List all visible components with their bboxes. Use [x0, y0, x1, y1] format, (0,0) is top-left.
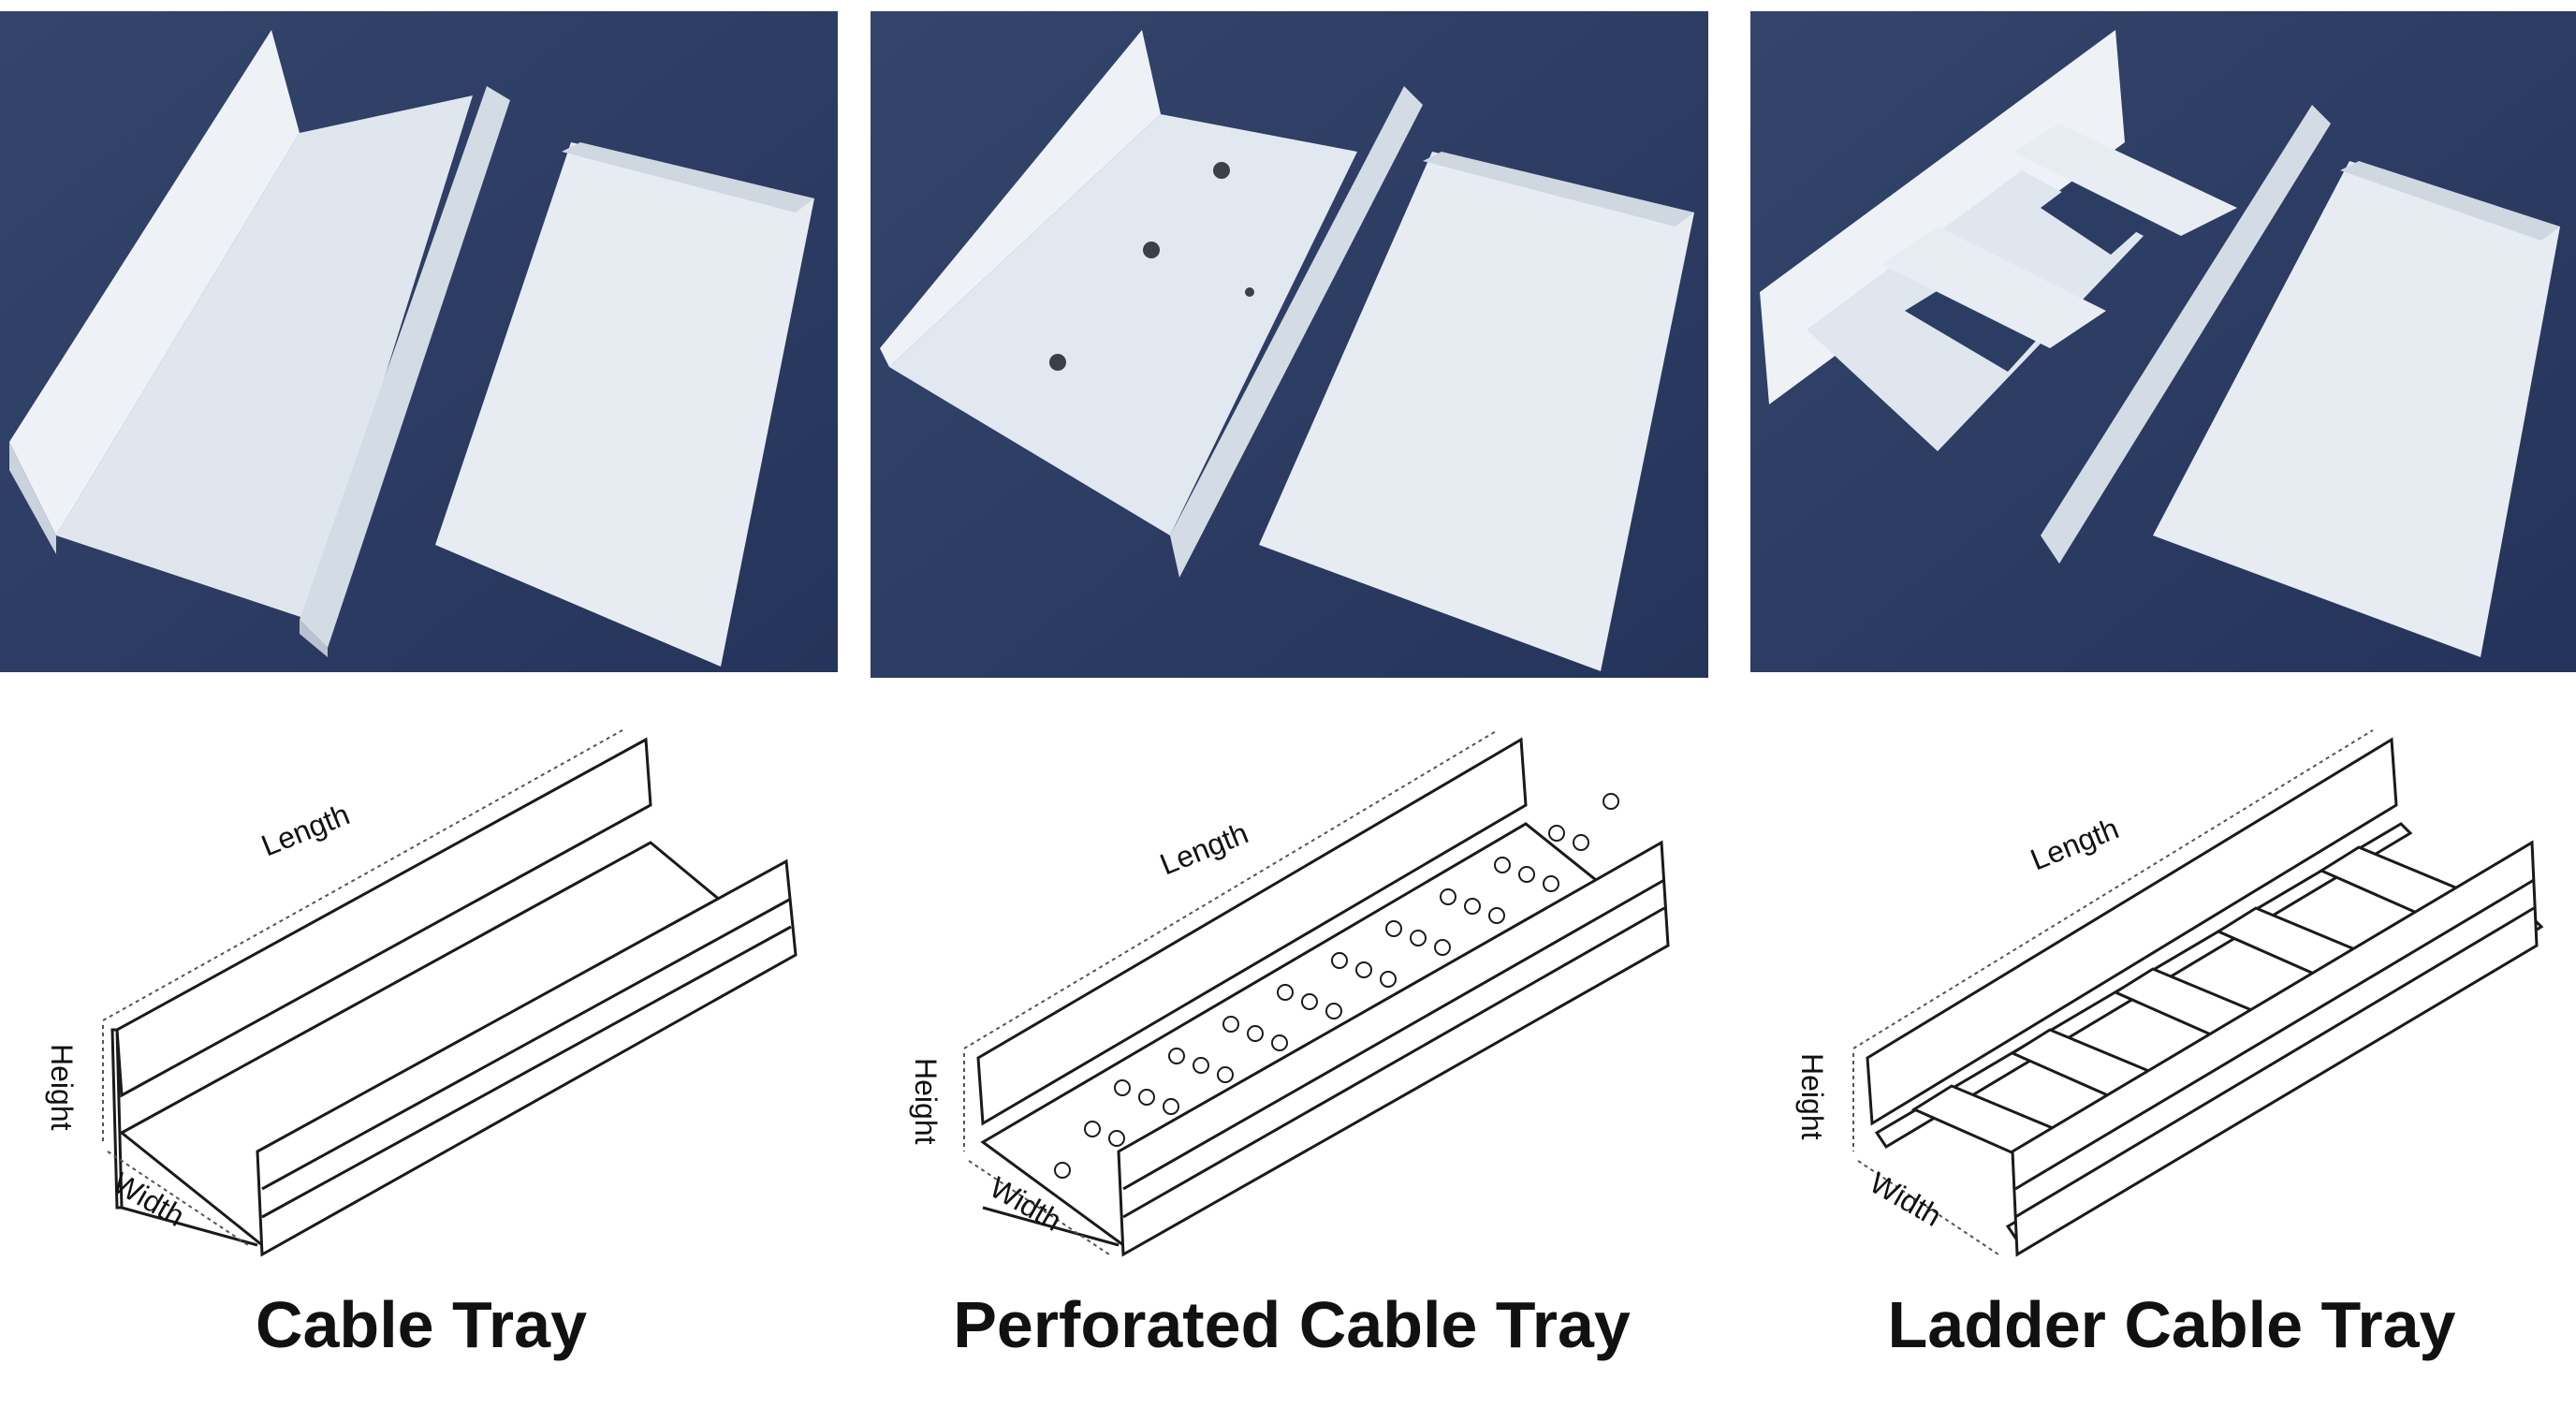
perforation-hole [1355, 961, 1372, 978]
ladder-cable-tray-photo [1750, 11, 2576, 672]
perforation-hole [1464, 898, 1481, 915]
perforation-hole [1380, 971, 1397, 988]
perforation-hole [1434, 939, 1451, 956]
perforation-hole [1331, 952, 1348, 969]
perforation-hole [1440, 888, 1456, 905]
perforation-hole [1410, 930, 1427, 946]
perforation-hole [1548, 825, 1565, 842]
perforation-hole [1084, 1121, 1101, 1137]
perforation-hole [1168, 1048, 1185, 1064]
caption-ladder-cable-tray: Ladder Cable Tray [1887, 1288, 2456, 1361]
perforation-hole [1488, 907, 1505, 924]
ladder-cable-tray-diagram: Length Height Width [1774, 683, 2560, 1264]
cable-tray-photo [0, 11, 838, 672]
perforated-cable-tray-photo [871, 11, 1708, 678]
perforation-hole [1301, 993, 1318, 1010]
perforation-hole [1114, 1079, 1131, 1096]
length-label: Length [1155, 815, 1252, 881]
height-label: Height [909, 1058, 943, 1145]
perforation-hole [1543, 875, 1559, 892]
perforation-hole [1222, 1016, 1239, 1033]
perforation-hole [1494, 857, 1511, 873]
perforated-cable-tray-diagram: Length Height Width [899, 683, 1685, 1264]
perforation-hole [1247, 1025, 1264, 1042]
perforation-hole [1271, 1034, 1288, 1051]
perforation-hole [1325, 1003, 1342, 1019]
perforation-hole [1193, 1057, 1209, 1074]
height-label: Height [1795, 1053, 1829, 1140]
cable-tray-diagram: Length Height Width [37, 683, 824, 1264]
perforation-hole [1138, 1089, 1155, 1106]
perforation-hole [1054, 1162, 1071, 1179]
perforation-hole [1518, 866, 1535, 883]
perforation-hole [1277, 984, 1294, 1001]
perforation-hole [1385, 920, 1402, 937]
perforation-hole [1573, 834, 1589, 851]
caption-cable-tray: Cable Tray [255, 1288, 588, 1361]
height-label: Height [45, 1044, 79, 1131]
perforation-hole [1108, 1130, 1125, 1147]
length-label: Length [256, 797, 354, 862]
perforation-hole [1603, 793, 1619, 810]
length-label: Length [2026, 811, 2123, 876]
perforation-hole [1217, 1066, 1234, 1083]
caption-perforated-cable-tray: Perforated Cable Tray [953, 1288, 1631, 1361]
width-label: Width [1865, 1166, 1948, 1233]
perforation-hole [1163, 1098, 1179, 1115]
